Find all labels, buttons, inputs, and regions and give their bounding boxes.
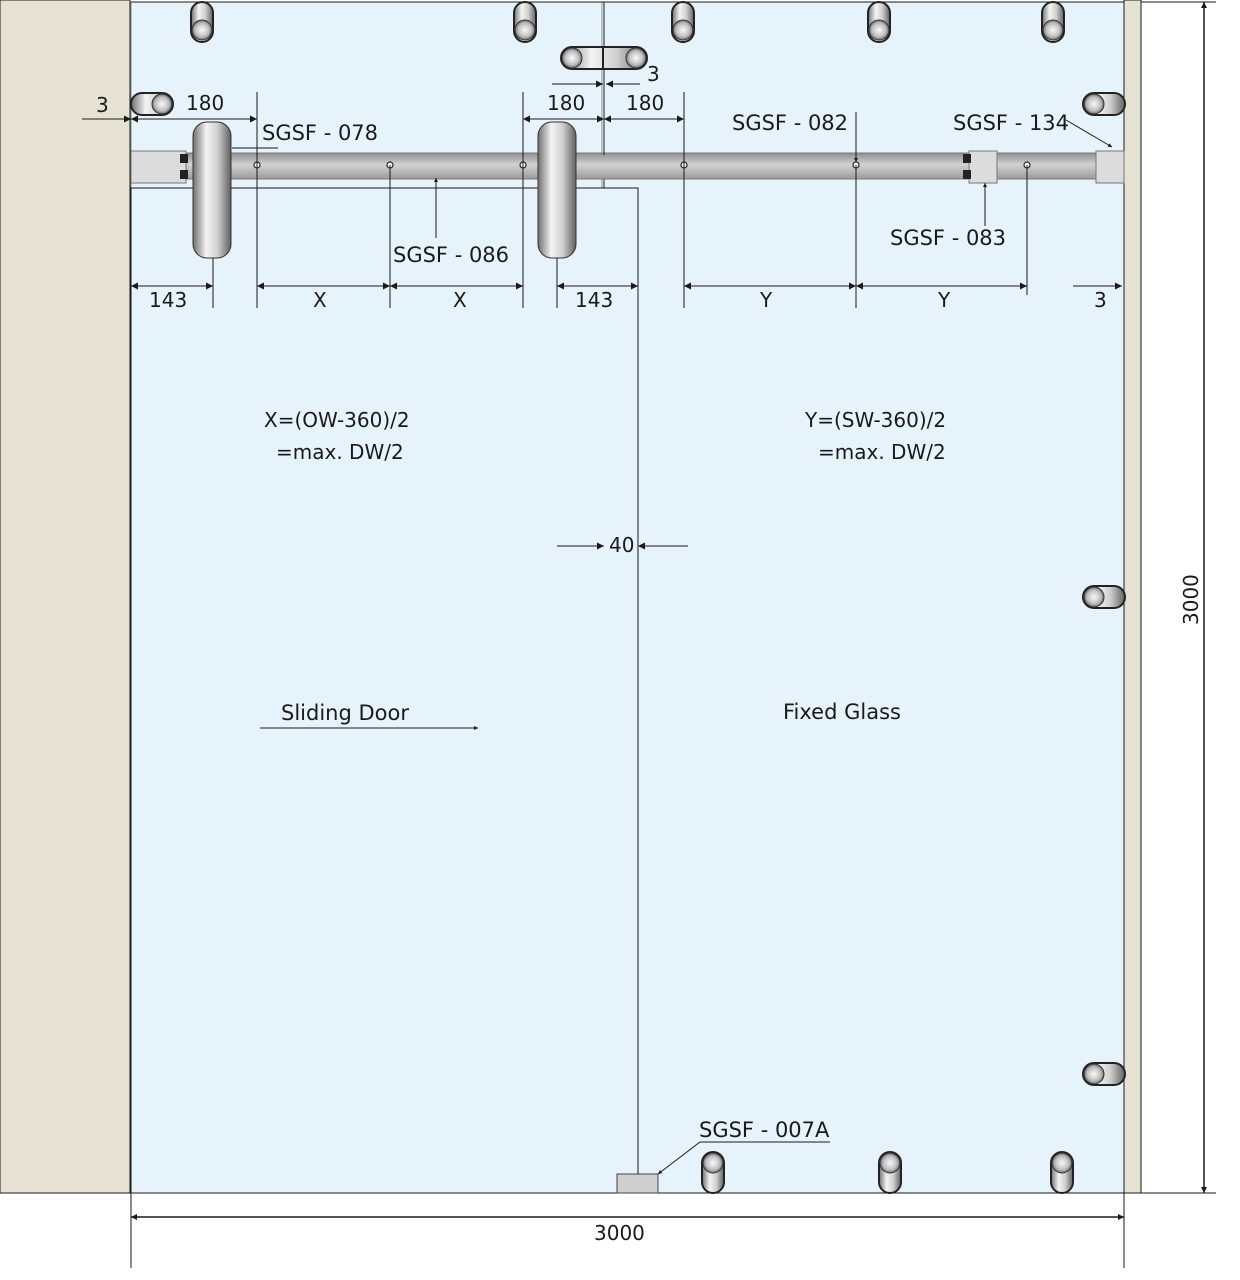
rail-stopper-tab [180, 170, 188, 179]
label-sgsf-078: SGSF - 078 [262, 121, 378, 145]
wall-clamp [1082, 1062, 1126, 1086]
dim-143-left: 143 [149, 288, 187, 312]
floor-clamp [878, 1151, 902, 1194]
panel-label-fixed-glass: Fixed Glass [783, 700, 901, 724]
floor-guide [616, 1173, 659, 1194]
panel-label-sliding-door: Sliding Door [281, 701, 409, 725]
label-sgsf-134: SGSF - 134 [953, 111, 1069, 135]
formula-y-line1: Y=(SW-360)/2 [804, 408, 946, 432]
formula-y-line2: =max. DW/2 [818, 440, 946, 464]
dim-y-second: Y [937, 288, 951, 312]
clamp-top [190, 1, 214, 43]
wall-clamp [1082, 585, 1126, 609]
clamp-top [1041, 1, 1065, 43]
dim-width-total: 3000 [594, 1221, 645, 1245]
clamp-top [513, 1, 537, 43]
glass-connector [560, 46, 648, 70]
right-wall [1123, 0, 1142, 1194]
fixed-glass-panel [603, 1, 1125, 1194]
top-clamps [190, 1, 1065, 43]
rail-stopper-tab [963, 170, 971, 179]
rail-end-cap [1095, 150, 1125, 184]
dim-gap-top: 3 [647, 62, 660, 86]
floor-clamp [1050, 1151, 1074, 1194]
rail-bar [130, 152, 1125, 180]
rail-end-cap [130, 150, 187, 184]
dim-height-total: 3000 [1179, 574, 1203, 625]
dim-180-mid: 180 [547, 91, 585, 115]
floor-clamp [701, 1151, 725, 1194]
dim-x-first: X [313, 288, 327, 312]
label-sgsf-082: SGSF - 082 [732, 111, 848, 135]
clamp-top [671, 1, 695, 43]
wall-clamps [130, 92, 1126, 1086]
roller [192, 121, 232, 259]
dim-gap-left: 3 [96, 93, 109, 117]
dim-180-left: 180 [186, 91, 224, 115]
clamp-top [867, 1, 891, 43]
wall-clamp [1082, 92, 1126, 116]
sliding-door-panel-open [130, 187, 639, 1194]
formula-x-line2: =max. DW/2 [276, 440, 404, 464]
wall-clamp [130, 92, 174, 116]
floor-clamps [701, 1151, 1074, 1194]
dim-x-second: X [453, 288, 467, 312]
leader-lines [232, 112, 1113, 1175]
dim-gap-right: 3 [1094, 288, 1107, 312]
left-wall [0, 0, 131, 1194]
formula-x-line1: X=(OW-360)/2 [264, 408, 410, 432]
dim-overlap: 40 [609, 533, 634, 557]
dimension-lines [82, 80, 1122, 550]
rail-stopper [968, 150, 998, 184]
dim-y-first: Y [759, 288, 773, 312]
label-sgsf-007a: SGSF - 007A [699, 1118, 830, 1142]
roller [537, 121, 577, 259]
dim-180-right: 180 [626, 91, 664, 115]
label-sgsf-083: SGSF - 083 [890, 226, 1006, 250]
rail-stopper-tab [180, 154, 188, 163]
rail-stopper-tab [963, 154, 971, 163]
label-sgsf-086: SGSF - 086 [393, 243, 509, 267]
dim-143-right: 143 [575, 288, 613, 312]
